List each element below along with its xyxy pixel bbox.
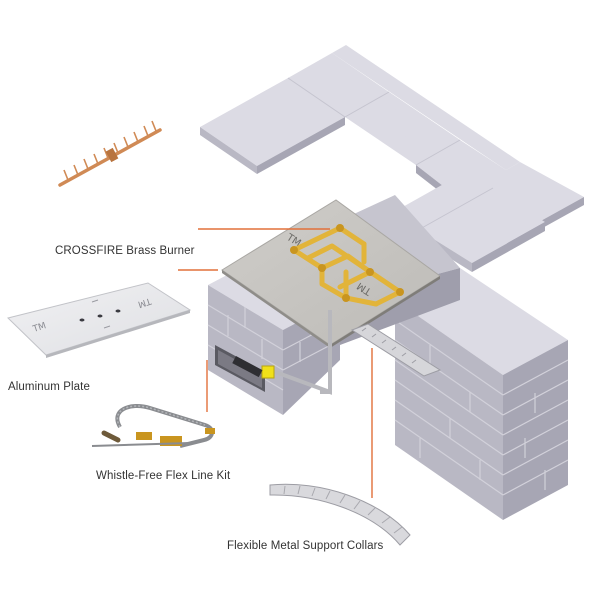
valve-key-icon [101,430,121,443]
label-flex-line-kit: Whistle-Free Flex Line Kit [96,470,231,482]
collar-rail [350,323,442,377]
aluminum-plate: TM TM [7,282,192,358]
leader-lines [178,228,373,498]
cap-slab [392,172,545,263]
label-crossfire-burner: CROSSFIRE Brass Burner [55,245,195,257]
plate-logo: TM [136,295,153,309]
flex-line-kit [91,404,215,448]
flex-connector [232,356,263,378]
linear-burner-icon [58,120,162,187]
burner-fittings [290,224,404,302]
gas-valve-icon [261,365,275,379]
cap-slab [288,53,389,117]
shutoff-valve-icon [160,436,182,446]
metal-support-collar [269,483,411,546]
label-aluminum-plate: Aluminum Plate [8,381,90,393]
label-support-collars: Flexible Metal Support Collars [227,540,384,552]
valve-key-rod [91,442,191,447]
block-wall-right [394,268,569,520]
plate-logo: TM [31,321,48,335]
gas-pipe [269,310,332,395]
cap-slab [200,78,345,166]
